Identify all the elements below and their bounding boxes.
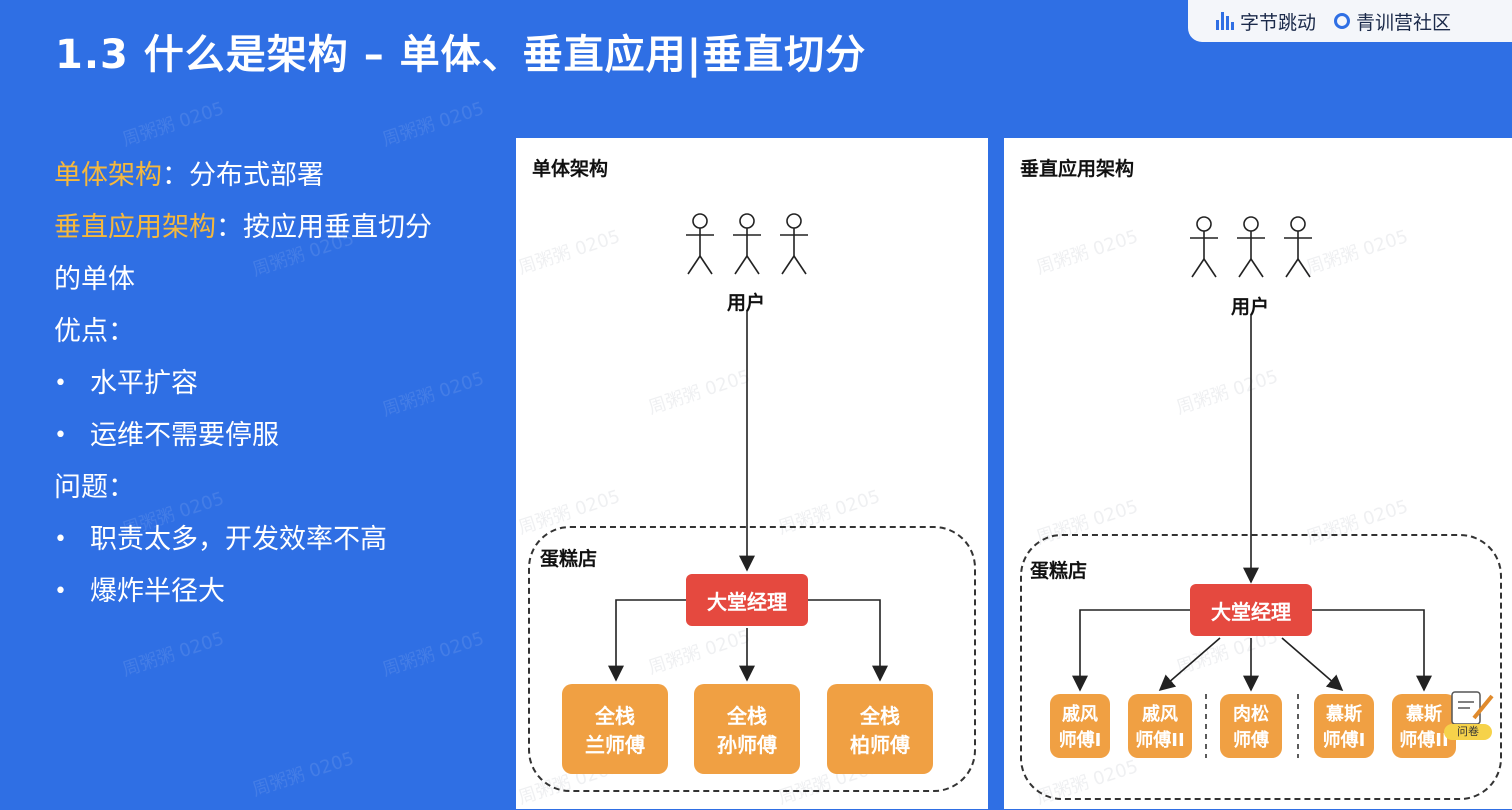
pros-item: 运维不需要停服 (54, 410, 432, 462)
manager-to-chef-arrow (1281, 637, 1344, 692)
cake-shop-boundary (1020, 534, 1502, 800)
vertical-diagram-lines (1072, 216, 1432, 758)
chef-line2: 师傅II (1135, 730, 1185, 751)
user-icon (1237, 216, 1265, 278)
user-icon (733, 213, 761, 275)
chef-box: 戚风 师傅II (1128, 694, 1192, 758)
vertical-line: 垂直应用架构：按应用垂直切分 (54, 202, 432, 254)
panel-title: 垂直应用架构 (1020, 158, 1135, 180)
chef-line1: 全栈 (727, 704, 767, 728)
bytedance-logo: 字节跳动 (1216, 8, 1316, 35)
chef-line2: 柏师傅 (850, 733, 910, 757)
survey-button[interactable]: 问卷 (1444, 724, 1492, 740)
survey-edit-icon[interactable] (1444, 688, 1496, 740)
user-icon (1190, 216, 1218, 278)
logo-bar: 字节跳动 青训营社区 (1188, 0, 1512, 42)
camp-ring-icon (1334, 13, 1351, 29)
chef-box: 全栈 孙师傅 (694, 684, 800, 774)
camp-logo: 青训营社区 (1334, 8, 1451, 35)
chef-line2: 师傅I (1322, 730, 1366, 751)
user-icon (1284, 216, 1312, 278)
chef-line1: 全栈 (860, 704, 900, 728)
chef-box: 全栈 兰师傅 (562, 684, 668, 774)
pros-label: 优点： (54, 316, 135, 347)
chef-line2: 师傅II (1399, 730, 1449, 751)
watermark: 周粥粥 0205 (119, 98, 227, 151)
chef-line2: 师傅 (1233, 730, 1269, 751)
cake-shop-label: 蛋糕店 (540, 548, 598, 570)
lobby-manager-box: 大堂经理 (686, 574, 808, 626)
vertical-desc: ：按应用垂直切分 (216, 212, 432, 243)
cake-shop-label: 蛋糕店 (1030, 560, 1088, 582)
vertical-key: 垂直应用架构 (54, 212, 216, 243)
watermark: 周粥粥 0205 (119, 628, 227, 681)
users-label: 用户 (1231, 296, 1270, 318)
chef-line1: 慕斯 (1326, 704, 1362, 725)
chef-line2: 兰师傅 (585, 733, 645, 757)
chef-line1: 戚风 (1142, 704, 1178, 725)
chef-box: 全栈 柏师傅 (827, 684, 933, 774)
manager-to-chef-arrow (808, 599, 888, 682)
watermark: 周粥粥 0205 (379, 628, 487, 681)
chef-box: 慕斯 师傅I (1314, 694, 1374, 758)
bytedance-logo-text: 字节跳动 (1240, 11, 1317, 34)
chef-line1: 慕斯 (1406, 704, 1442, 725)
monolith-line: 单体架构：分布式部署 (54, 150, 432, 202)
pros-item: 水平扩容 (54, 358, 432, 410)
manager-to-chef-arrow (608, 599, 686, 682)
chef-line2: 孙师傅 (717, 733, 777, 757)
monolith-key: 单体架构 (54, 160, 162, 191)
monolith-panel: 周粥粥 0205 周粥粥 0205 周粥粥 0205 周粥粥 0205 周粥粥 … (516, 138, 988, 809)
cake-shop-boundary (528, 526, 976, 792)
watermark: 周粥粥 0205 (379, 98, 487, 151)
camp-logo-text: 青训营社区 (1356, 11, 1452, 34)
vertical-line-cont: 的单体 (54, 264, 135, 295)
manager-to-chef-arrow (1158, 637, 1221, 692)
watermark: 周粥粥 0205 (249, 748, 357, 801)
manager-to-chef-arrow (1072, 609, 1190, 692)
monolith-desc: ：分布式部署 (162, 160, 324, 191)
chef-line1: 肉松 (1233, 704, 1269, 725)
chef-box: 肉松 师傅 (1220, 694, 1282, 758)
bytedance-bars-icon (1216, 12, 1234, 30)
user-icon (686, 213, 714, 275)
users-label: 用户 (727, 292, 766, 314)
chef-box: 戚风 师傅I (1050, 694, 1110, 758)
left-text-block: 单体架构：分布式部署 垂直应用架构：按应用垂直切分 的单体 优点： 水平扩容 运… (54, 150, 432, 618)
chef-line1: 全栈 (595, 704, 635, 728)
chef-line2: 师傅I (1058, 730, 1102, 751)
slide-title: 1.3 什么是架构 – 单体、垂直应用|垂直切分 (55, 32, 867, 78)
chef-line1: 戚风 (1062, 704, 1098, 725)
user-icon (780, 213, 808, 275)
panel-title: 单体架构 (532, 158, 609, 180)
lobby-manager-box: 大堂经理 (1190, 584, 1312, 636)
cons-item: 爆炸半径大 (54, 566, 432, 618)
footer-credit: @稀土掘金技术社区 (1330, 770, 1492, 791)
cons-item: 职责太多，开发效率不高 (54, 514, 432, 566)
cons-label: 问题： (54, 472, 135, 503)
monolith-diagram-lines (608, 213, 888, 682)
manager-to-chef-arrow (1312, 609, 1432, 692)
vertical-app-panel: 周粥粥 0205 周粥粥 0205 周粥粥 0205 周粥粥 0205 周粥粥 … (1004, 138, 1512, 809)
